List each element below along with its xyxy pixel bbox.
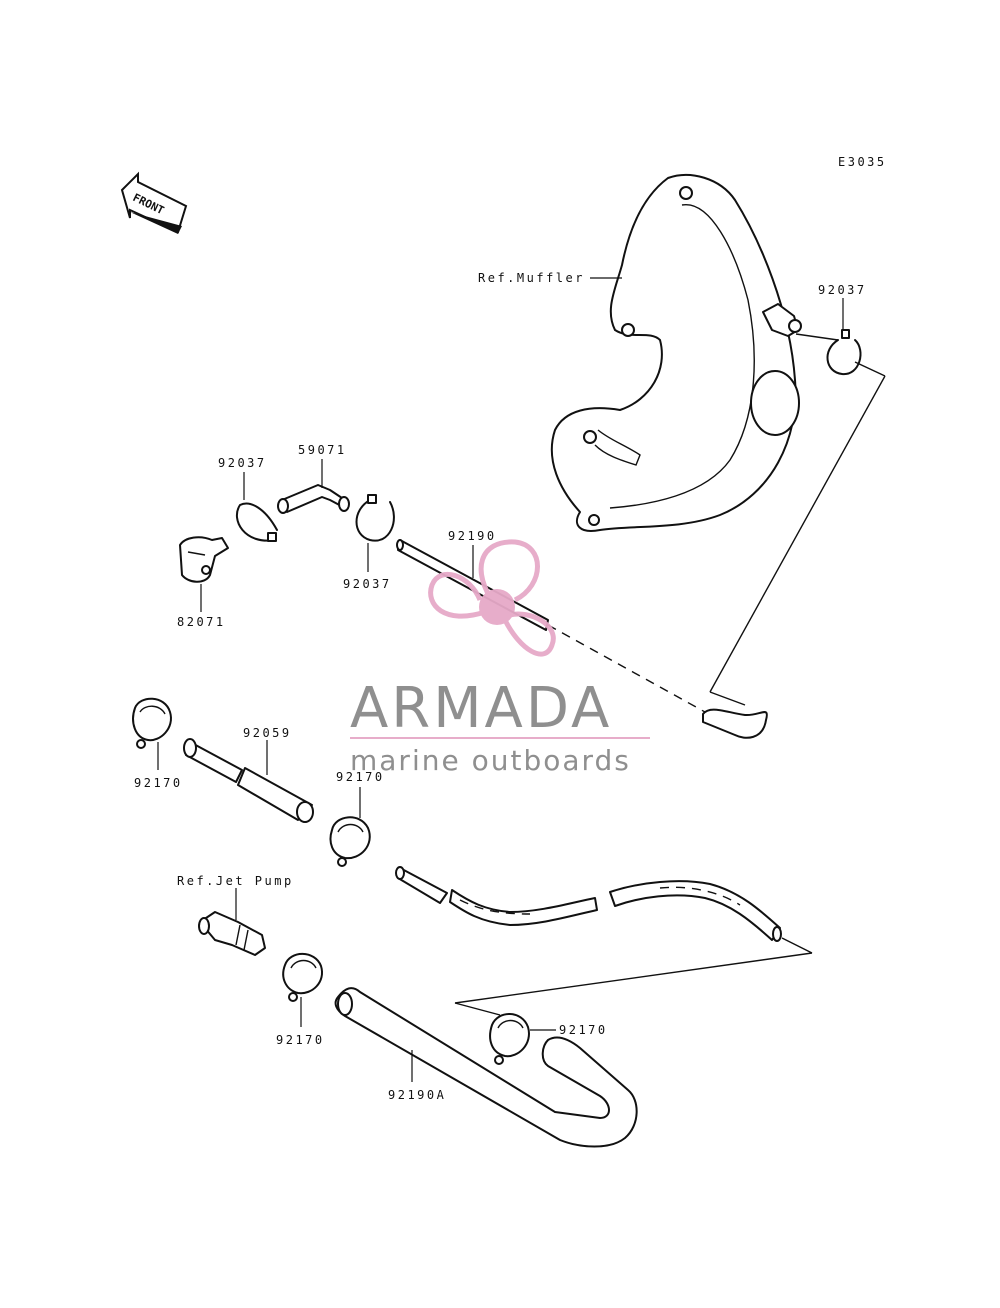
label-92037-muffler: 92037 [818,283,867,297]
front-arrow-icon: FRONT [120,171,188,234]
label-92190: 92190 [448,529,497,543]
label-92037-left: 92037 [218,456,267,470]
watermark-brand: ARMADA [350,676,612,741]
label-92037-right: 92037 [343,577,392,591]
label-59071: 59071 [298,443,347,457]
label-82071: 82071 [177,615,226,629]
clamp-92170-d [489,1013,530,1065]
clamp-92037-left [235,502,278,542]
jet-pump-fitting [198,911,266,956]
fitting-59071 [277,484,350,514]
propeller-logo-icon [428,539,556,657]
clamp-92170-b [329,816,371,867]
clamp-92037-muffler [826,329,862,376]
ref-jet-pump-label: Ref.Jet Pump [177,874,294,888]
clamp-92037-right [355,494,395,542]
label-92170-b: 92170 [336,770,385,784]
label-92170-c: 92170 [276,1033,325,1047]
label-92170-d: 92170 [559,1023,608,1037]
muffler-part [550,174,802,532]
armada-watermark: ARMADA marine outboards [350,539,650,777]
hose-92190a [334,987,638,1148]
label-92170-a: 92170 [134,776,183,790]
watermark-tagline: marine outboards [350,744,631,777]
label-92059: 92059 [243,726,292,740]
hose-92059 [183,738,314,823]
clamp-92170-a [132,697,172,749]
label-92190a: 92190A [388,1088,446,1102]
hose-assembly-middle [395,866,782,942]
ref-muffler-label: Ref.Muffler [478,271,585,285]
diagram-code: E3035 [838,155,887,169]
cap-82071 [179,536,229,583]
clamp-92170-c [282,952,324,1002]
